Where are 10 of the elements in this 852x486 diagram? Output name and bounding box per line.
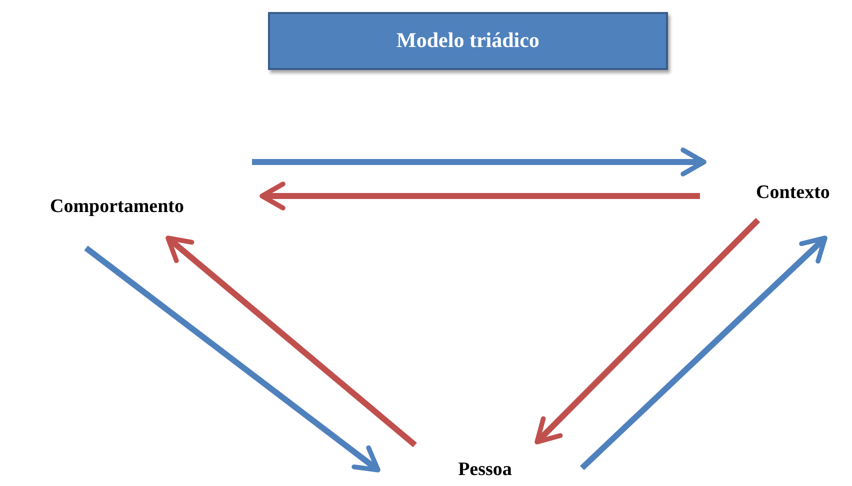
arrow: [534, 218, 760, 444]
node-label: Pessoa: [440, 456, 530, 484]
node-label: Contexto: [736, 178, 850, 208]
arrow: [166, 236, 417, 448]
arrow: [252, 148, 706, 176]
arrow: [260, 182, 700, 210]
title-banner: Modelo triádico: [268, 12, 668, 70]
arrow: [580, 236, 828, 470]
arrow: [84, 246, 380, 472]
node-label: Comportamento: [10, 192, 224, 222]
